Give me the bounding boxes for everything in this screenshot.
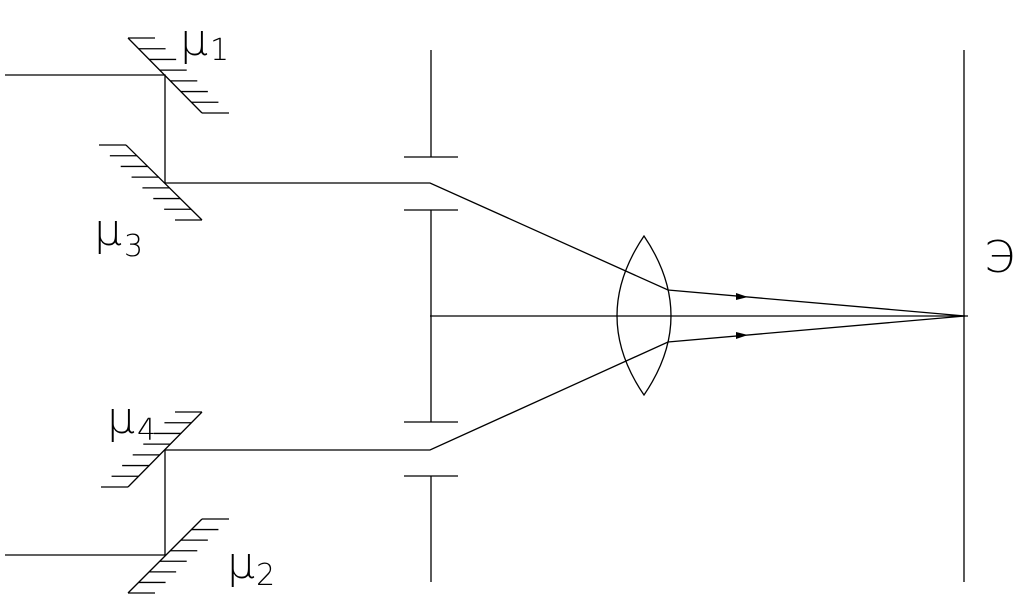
mirror-surface	[127, 37, 203, 114]
mirror-1-index: 1	[210, 33, 229, 68]
mirror-2	[127, 518, 229, 594]
mirror-4-index: 4	[137, 413, 156, 448]
mirror-3-label: μ	[94, 205, 122, 256]
mirror-3	[99, 144, 203, 221]
mirror-surface	[127, 411, 203, 488]
mirror-4	[101, 411, 203, 488]
upper-beam	[5, 74, 966, 317]
converging-lens	[616, 234, 672, 397]
mirror-2-index: 2	[256, 558, 275, 593]
mirror-surface	[125, 144, 203, 221]
screen-label: Э	[984, 232, 1015, 283]
aperture-diaphragm	[404, 50, 458, 582]
mirror-2-label: μ	[227, 538, 255, 589]
arrow-upper-ray	[736, 293, 748, 300]
mirror-1	[127, 37, 229, 114]
mirror-1-label: μ	[180, 15, 208, 66]
mirror-3-index: 3	[124, 229, 143, 264]
mirror-4-label: μ	[107, 393, 135, 444]
arrow-lower-ray	[736, 332, 748, 339]
lower-beam	[5, 315, 966, 556]
mirror-surface	[127, 518, 203, 594]
